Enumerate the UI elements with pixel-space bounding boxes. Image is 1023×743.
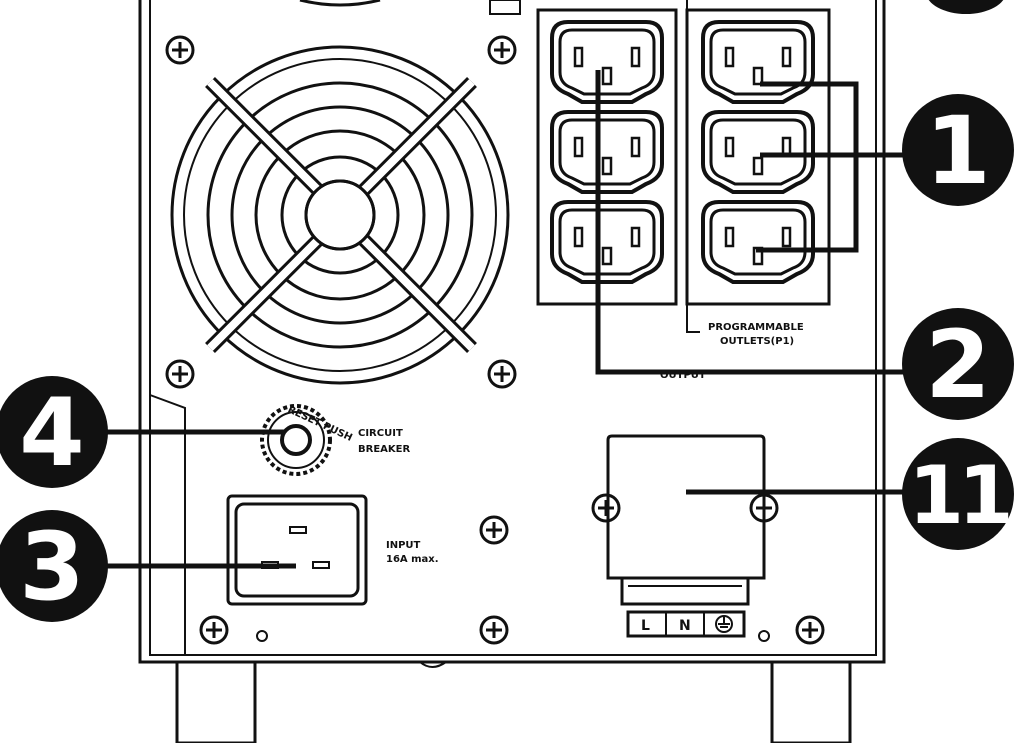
circuit-breaker: RESET PUSH (260, 404, 354, 476)
output-socket-3 (550, 200, 664, 284)
screw-icon (487, 359, 517, 389)
circuit-breaker-label-line1: CIRCUIT (358, 428, 403, 439)
fan-grille-icon (170, 45, 510, 385)
input-label-line2: 16A max. (386, 554, 439, 565)
callout-3: 3 (0, 510, 108, 622)
programmable-socket-3 (701, 200, 815, 284)
outlet-sockets (550, 20, 815, 284)
callout-11: 11 (902, 438, 1015, 550)
screw-icon (165, 35, 195, 65)
programmable-label-line1: PROGRAMMABLE (708, 322, 804, 333)
output-socket-1 (550, 20, 664, 104)
screw-icon (165, 359, 195, 389)
callout-4: 4 (0, 376, 108, 488)
output-socket-2 (550, 110, 664, 194)
callout-11-number: 11 (908, 449, 1009, 542)
screw-icon (795, 615, 825, 645)
terminal-n: N (679, 618, 691, 634)
programmable-label-line2: OUTLETS(P1) (720, 336, 794, 347)
callout-1: 1 (902, 94, 1014, 206)
programmable-socket-2 (701, 110, 815, 194)
callout-3-number: 3 (19, 513, 84, 622)
screw-icon (199, 615, 229, 645)
screw-icon (591, 493, 621, 523)
circuit-breaker-label-line2: BREAKER (358, 444, 410, 455)
screw-icon (165, 35, 825, 645)
comm-slot-cover (606, 434, 766, 606)
terminal-l: L (641, 618, 650, 634)
feet (175, 660, 852, 743)
programmable-socket-1 (701, 20, 815, 104)
ground-symbol-icon (715, 615, 733, 633)
terminal-block: L N (626, 610, 746, 638)
cabinet (138, 0, 886, 664)
screw-icon (487, 35, 517, 65)
screw-icon (479, 615, 509, 645)
screw-icon (479, 515, 509, 545)
output-outlet-group (536, 8, 678, 306)
input-label-line1: INPUT (386, 540, 421, 551)
callout-4-number: 4 (19, 379, 84, 488)
leader-lines (100, 70, 916, 569)
callout-1-number: 1 (925, 97, 990, 206)
callout-top-partial (928, 0, 1004, 14)
callout-2-number: 2 (925, 311, 990, 420)
callout-2: 2 (902, 308, 1014, 420)
input-socket (226, 494, 368, 606)
output-label: OUTPUT (660, 370, 706, 381)
